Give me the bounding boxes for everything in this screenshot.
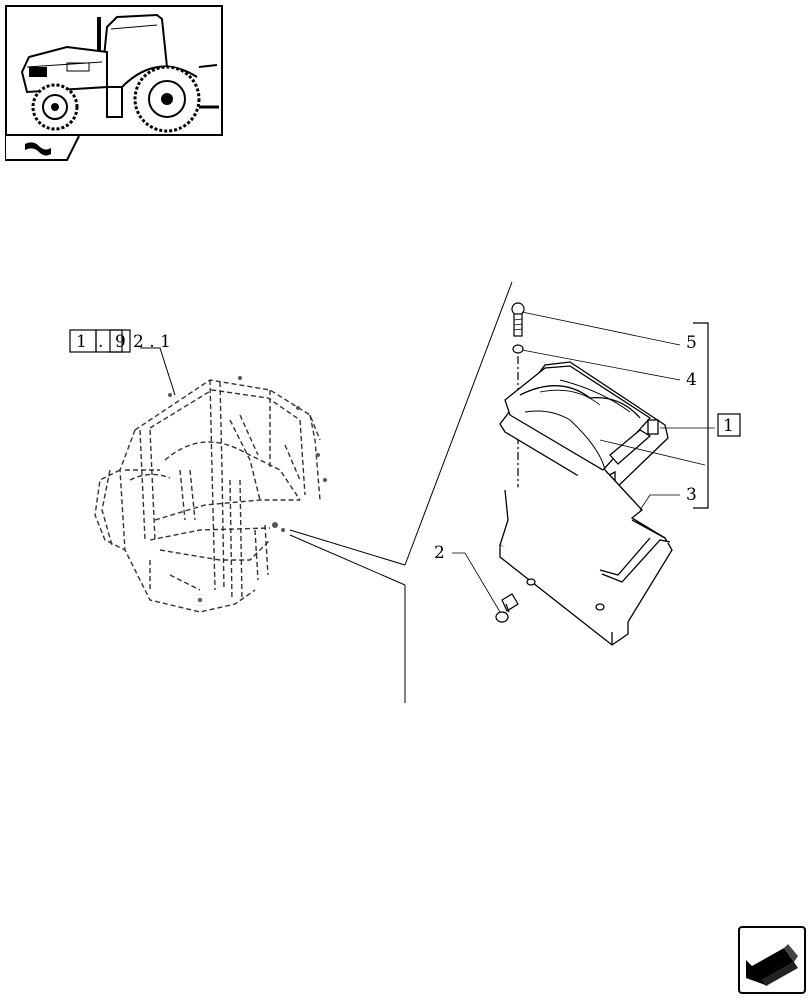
next-page-arrow-icon[interactable] bbox=[738, 926, 806, 994]
group-brace bbox=[693, 322, 709, 509]
ref-dot: . bbox=[98, 332, 104, 352]
callout-2: 2 bbox=[434, 543, 445, 563]
ref-digit-1: 1 bbox=[76, 332, 88, 352]
callout-5: 5 bbox=[686, 333, 697, 353]
callout-1: 1 bbox=[723, 416, 735, 436]
cab-frame-drawing bbox=[94, 379, 321, 613]
tractor-thumbnail-icon bbox=[5, 5, 223, 136]
frame-fastener-marks bbox=[168, 376, 327, 602]
washer-part-4 bbox=[512, 344, 524, 354]
screw-part-2 bbox=[495, 593, 519, 623]
control-unit-housing bbox=[499, 361, 669, 493]
ref-box-9 bbox=[109, 329, 131, 353]
ref-suffix: 2 . 1 bbox=[133, 332, 171, 352]
callout-3: 3 bbox=[686, 485, 697, 505]
callout-4: 4 bbox=[686, 370, 697, 390]
section-tab-icon bbox=[4, 135, 80, 166]
bracket-part-3 bbox=[499, 469, 673, 646]
ref-digit-9: 9 bbox=[115, 332, 127, 352]
ref-callout-left: 1 . 9 2 . 1 bbox=[69, 329, 176, 396]
bolt-part-5 bbox=[511, 302, 525, 337]
callout-1-box bbox=[717, 413, 741, 437]
part-callouts: 5 4 1 3 2 bbox=[434, 311, 741, 613]
ref-box-dot bbox=[95, 329, 123, 353]
detail-leader-lines bbox=[289, 281, 513, 703]
